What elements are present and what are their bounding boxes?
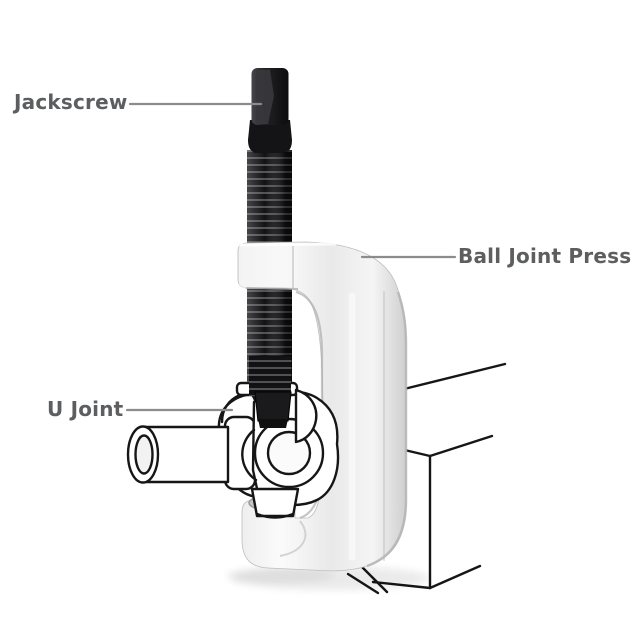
u-joint-assembly [126, 356, 340, 519]
jackscrew-collar [248, 120, 292, 153]
ground-shadow [225, 566, 430, 590]
u-joint-shaft-end-bore [134, 434, 154, 475]
label-ball-joint-press: Ball Joint Press [458, 244, 632, 268]
callout-lines [125, 102, 457, 412]
c-frame-top-highlight [239, 242, 337, 247]
hex-head-facet-highlight [257, 69, 274, 124]
c-frame-inner-edge-shade [295, 290, 324, 520]
press-adapter-nut [254, 391, 292, 422]
u-joint-saddle-right-wing [294, 388, 318, 444]
rod-over-saddle [249, 356, 291, 396]
box-bottom-right-edge [428, 564, 482, 590]
label-jackscrew: Jackscrew [14, 90, 128, 114]
u-joint-shaft-flange [223, 415, 257, 491]
u-joint-bearing-cup-inner [266, 430, 312, 476]
c-frame-arm-underside-shade [245, 287, 299, 290]
u-joint-saddle-left-arc [220, 393, 242, 424]
u-joint-contour-arc [241, 428, 258, 482]
label-u-joint: U Joint [47, 397, 124, 421]
c-frame-outer-edge-shade [366, 291, 408, 568]
u-joint-bottom-cap-rim [255, 512, 295, 519]
c-frame-boss-face [239, 244, 292, 288]
jackscrew-assembly [247, 68, 292, 398]
c-frame-bottom-arm-contour [279, 520, 307, 557]
press-c-frame [237, 241, 408, 572]
u-joint-bottom-cap [250, 487, 300, 518]
press-adapter-nut-base [258, 419, 288, 428]
box-top-front-edge [394, 434, 494, 458]
box-top-back-edge [394, 362, 507, 393]
